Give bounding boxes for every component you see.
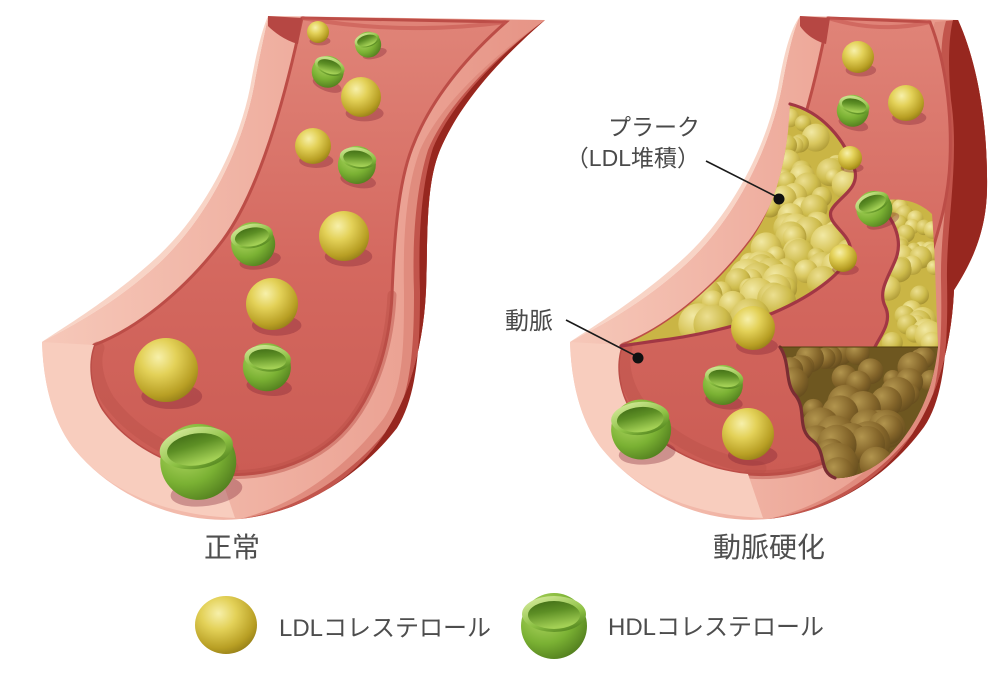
- opening-rim-line: [301, 16, 507, 31]
- hdl-bowl: [242, 343, 292, 396]
- hdl-bowl: [159, 423, 243, 507]
- wall-edge-dark: [768, 20, 988, 519]
- opening-wall-rim: [268, 16, 302, 44]
- plaque-pointer-line: [705, 160, 778, 198]
- ldl-sphere: [246, 278, 302, 336]
- artery-annotation: 動脈: [505, 308, 553, 335]
- hdl-bowl: [855, 190, 900, 230]
- opening-wall-rim: [800, 16, 830, 44]
- plaque-annotation-line1: プラーク: [608, 114, 700, 140]
- annotation-pointers: [565, 160, 785, 364]
- hdl-bowl: [836, 94, 870, 132]
- legend-item-hdl: HDLコレステロール: [516, 591, 824, 657]
- atherosclerotic-artery-illustration: [570, 16, 988, 520]
- ldl-sphere: [722, 408, 778, 466]
- hdl-legend-icon: [521, 593, 587, 659]
- hdl-bowl: [702, 364, 744, 410]
- hdl-legend-swatch: [516, 591, 586, 657]
- wall-shade-band: [240, 20, 545, 519]
- ldl-sphere: [829, 244, 859, 276]
- ldl-sphere: [295, 128, 334, 168]
- hdl-bowl: [354, 31, 387, 60]
- ldl-sphere: [838, 146, 864, 173]
- cholesterol-particles-normal: [134, 21, 387, 507]
- ldl-sphere: [888, 85, 927, 125]
- plaque-deposit-upper: [619, 102, 857, 348]
- artery-pointer-line: [565, 319, 637, 357]
- plaque-annotation: プラーク （LDL堆積）: [470, 112, 700, 174]
- ldl-sphere: [307, 21, 331, 46]
- normal-artery-illustration: [42, 16, 545, 520]
- artery-pointer-dot: [632, 352, 644, 364]
- hdl-bowl: [311, 55, 345, 93]
- inner-wall-shadow: [215, 290, 397, 480]
- plaque-deposit-right-outline: [873, 200, 900, 349]
- legend-ldl-label: LDLコレステロール: [279, 614, 492, 642]
- wall-shade-band: [768, 20, 988, 519]
- plaque-annotation-line2: （LDL堆積）: [565, 145, 700, 171]
- ldl-sphere: [341, 77, 384, 122]
- hdl-bowl: [337, 145, 377, 189]
- ldl-legend-swatch: [193, 594, 257, 656]
- cholesterol-particles-athero: [611, 41, 927, 466]
- caption-normal: 正常: [203, 532, 260, 563]
- plaque-pointer-dot: [773, 193, 785, 205]
- legend-icons: [195, 593, 587, 659]
- cut-face: [570, 342, 763, 518]
- opening-rim-line: [827, 16, 931, 30]
- ldl-sphere: [731, 306, 778, 355]
- plaque-deposit-cut-outline: [778, 345, 837, 480]
- hdl-bowl: [230, 222, 281, 270]
- ldl-sphere: [319, 211, 373, 267]
- ldl-sphere: [842, 41, 877, 77]
- caption-athero: 動脈硬化: [712, 532, 825, 563]
- legend-hdl-label: HDLコレステロール: [608, 613, 825, 641]
- legend-item-ldl: LDLコレステロール: [193, 594, 491, 656]
- hdl-bowl: [611, 399, 676, 465]
- ldl-legend-icon: [195, 596, 257, 654]
- ldl-sphere: [134, 338, 203, 410]
